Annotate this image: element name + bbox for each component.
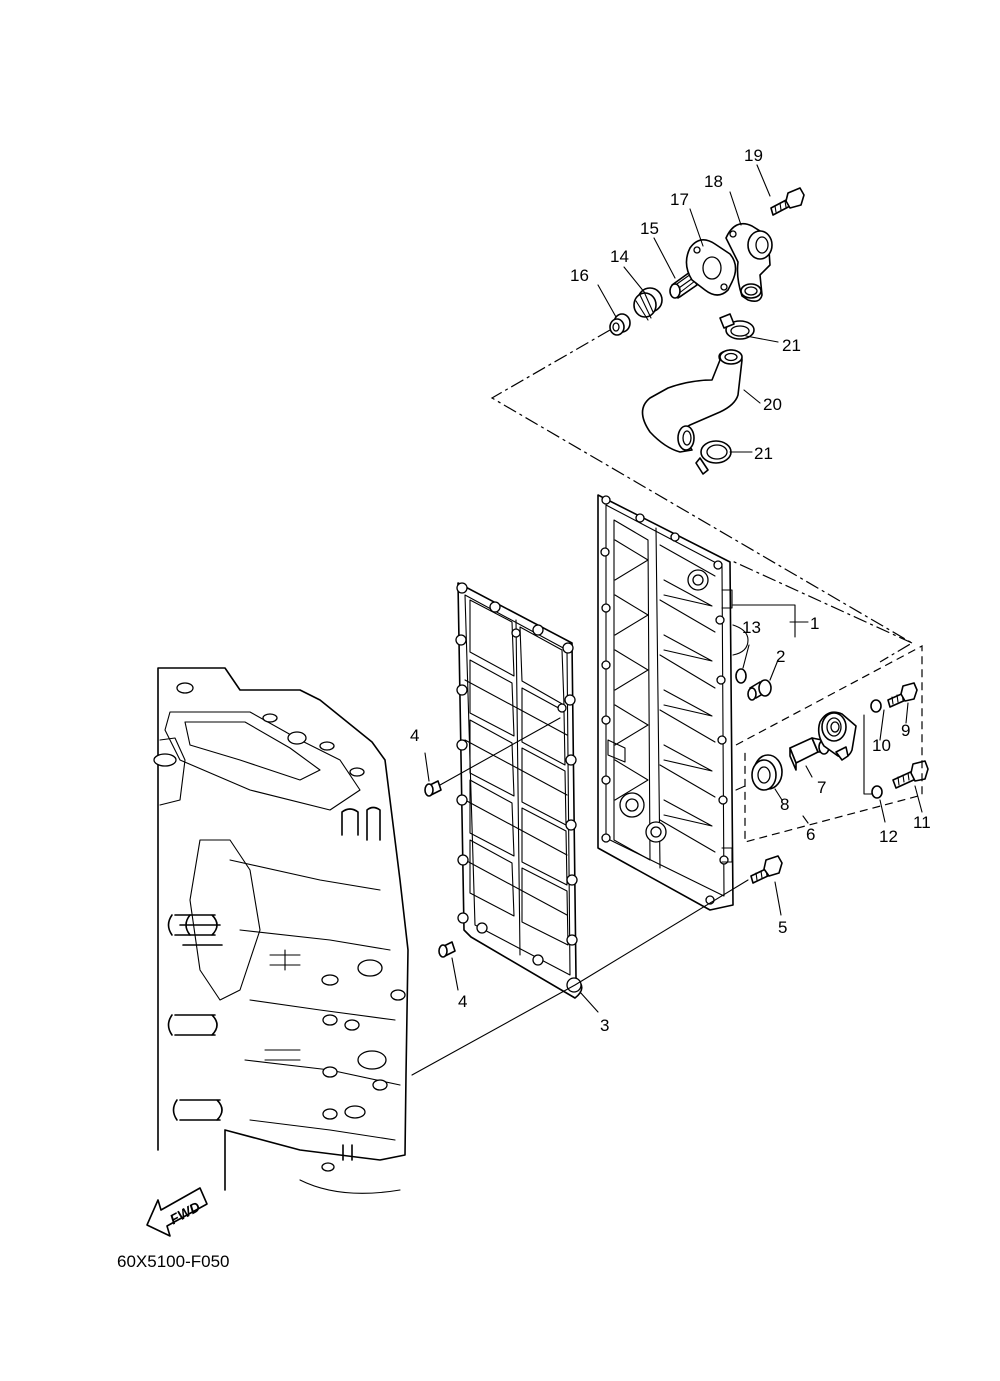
- callout-4-lower: 4: [458, 992, 467, 1011]
- grommet-16: [609, 313, 631, 336]
- bolt-9: [887, 682, 918, 708]
- washer-12: [871, 785, 883, 799]
- callout-17: 17: [670, 190, 689, 209]
- callout-12: 12: [879, 827, 898, 846]
- plug-2: [747, 679, 772, 701]
- callout-7: 7: [817, 778, 826, 797]
- callout-21-lower: 21: [754, 444, 773, 463]
- callout-2: 2: [776, 647, 785, 666]
- bolt-4-lower: [438, 941, 456, 958]
- leader-lines: [411, 164, 923, 1076]
- callout-16: 16: [570, 266, 589, 285]
- thermostat-14: [633, 287, 663, 321]
- callout-10: 10: [872, 736, 891, 755]
- callout-3: 3: [600, 1016, 609, 1035]
- callout-6: 6: [806, 825, 815, 844]
- gasket-bolt-holes: [455, 582, 582, 993]
- holder-6: [817, 711, 857, 761]
- callout-5: 5: [778, 918, 787, 937]
- grommet-8: [751, 754, 783, 791]
- callout-18: 18: [704, 172, 723, 191]
- forward-arrow-icon: FWD: [146, 1187, 208, 1237]
- outlet-assembly: [609, 187, 805, 475]
- clamp-21-upper: [719, 313, 755, 340]
- o-ring-13: [735, 668, 747, 684]
- callout-9: 9: [901, 721, 910, 740]
- callout-13: 13: [742, 618, 761, 637]
- gasket: [455, 582, 583, 999]
- callout-21-upper: 21: [782, 336, 801, 355]
- bolt-19: [770, 187, 805, 216]
- callout-14: 14: [610, 247, 629, 266]
- gasket-17: [685, 239, 737, 296]
- callout-19: 19: [744, 146, 763, 165]
- hose-20: [641, 349, 743, 453]
- exhaust-cover: [597, 494, 749, 911]
- sensor-group: [424, 668, 929, 958]
- washer-10: [870, 699, 882, 713]
- callout-20: 20: [763, 395, 782, 414]
- callout-11: 11: [913, 813, 931, 832]
- callout-4-upper: 4: [410, 726, 419, 745]
- bolt-5: [750, 855, 783, 884]
- callouts: 19 18 17 15 14 16 21 20 21 1 13 2 9 10 4…: [410, 146, 931, 1035]
- callout-1: 1: [810, 614, 819, 633]
- reference-code: 60X5100-F050: [117, 1252, 229, 1271]
- engine-block: [153, 667, 409, 1194]
- clamp-21-lower: [695, 440, 732, 475]
- bolt-11: [892, 760, 929, 789]
- callout-15: 15: [640, 219, 659, 238]
- bolt-4-upper: [424, 780, 442, 797]
- callout-8: 8: [780, 795, 789, 814]
